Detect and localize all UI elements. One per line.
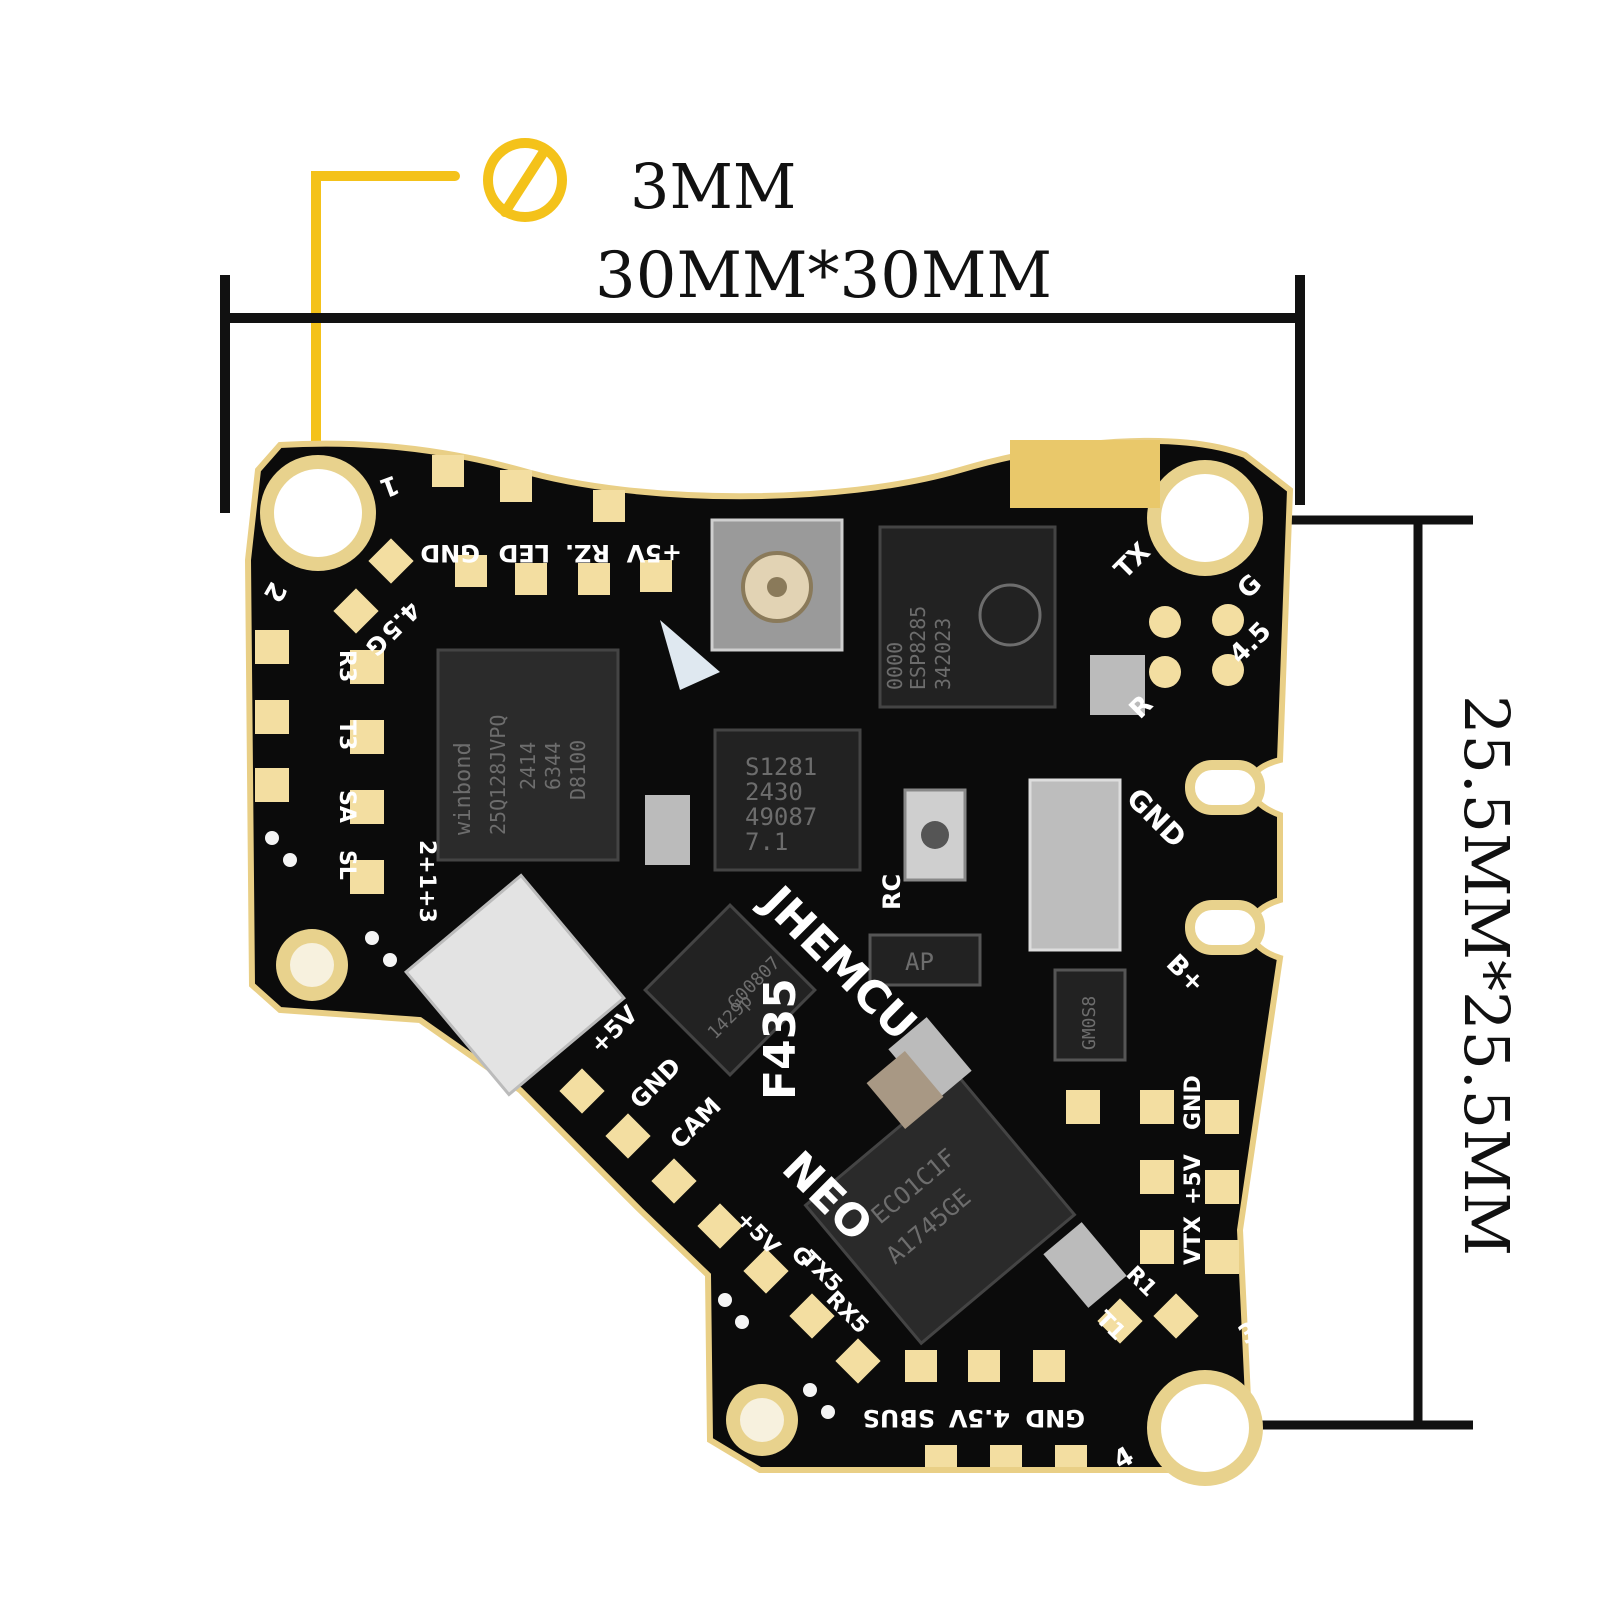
bottom-solder-pads: [905, 1090, 1239, 1467]
svg-text:342023: 342023: [931, 618, 955, 690]
diameter-icon: [483, 138, 567, 222]
left-solder-pads: [255, 630, 384, 894]
svg-text:49087: 49087: [745, 803, 817, 831]
inductor: [1028, 778, 1122, 952]
svg-text:GND: GND: [420, 539, 480, 567]
capacitor: [1043, 1222, 1127, 1308]
svg-text:SL: SL: [334, 850, 359, 880]
mount-hole-1: [274, 469, 362, 557]
capacitor: [866, 1050, 944, 1130]
diameter-slash: [500, 145, 550, 217]
svg-text:+5V: +5V: [626, 539, 682, 567]
small-ic: GM0S8: [1053, 968, 1127, 1062]
mount-hole-3: [1161, 1384, 1249, 1472]
svg-text:RC: RC: [878, 874, 906, 910]
gyro-chip: 1429p G00807: [643, 903, 817, 1077]
mount-holes: [260, 455, 1263, 1486]
wifi-chip: ESP8285 342023 0000: [878, 525, 1057, 709]
svg-text:SBUS: SBUS: [863, 1404, 935, 1432]
flash-chip: winbond 25Q128JVPQ 2414 6344 D8100: [436, 648, 620, 862]
right-round-pads: [1149, 604, 1244, 688]
chip-antenna: [1010, 440, 1160, 508]
board-size-label: 30MM*30MM: [595, 239, 1052, 313]
hole-size-label: 3MM: [630, 150, 796, 223]
svg-text:R3: R3: [334, 650, 359, 682]
svg-text:GM0S8: GM0S8: [1079, 996, 1100, 1050]
solder-via-center: [740, 1398, 784, 1442]
width-dimension: 30MM*30MM: [220, 239, 1305, 513]
capacitor: [888, 1017, 972, 1103]
svg-text:LED: LED: [498, 539, 550, 567]
hole-leader-line: [311, 171, 460, 517]
svg-text:2+1+3: 2+1+3: [414, 840, 439, 923]
mcu-chip: S1281 2430 49087 7.1: [713, 728, 862, 872]
svg-text:0000: 0000: [883, 642, 907, 690]
svg-text:2430: 2430: [745, 778, 803, 806]
diode: AP: [868, 933, 982, 987]
espressif-logo-icon: [978, 583, 1042, 647]
jst-connector: [404, 873, 626, 1097]
capacitor: [645, 795, 690, 865]
top-solder-pads: [432, 455, 672, 595]
svg-text:winbond: winbond: [451, 742, 476, 835]
svg-text:6344: 6344: [541, 742, 565, 790]
svg-text:S1281: S1281: [745, 753, 817, 781]
wire-notch-inner: [1195, 910, 1255, 945]
svg-text:T3: T3: [334, 720, 359, 750]
solder-via-center: [290, 943, 334, 987]
antenna-connector: [710, 518, 844, 652]
svg-text:D8100: D8100: [566, 740, 590, 800]
logo-arrow-icon: [660, 620, 720, 690]
svg-text:7.1: 7.1: [745, 828, 788, 856]
svg-text:4.5V: 4.5V: [948, 1404, 1010, 1432]
svg-text:VTX: VTX: [1181, 1216, 1206, 1265]
svg-text:+5V: +5V: [1181, 1154, 1206, 1205]
svg-text:ESP8285: ESP8285: [906, 606, 930, 690]
svg-text:F435: F435: [755, 978, 806, 1100]
svg-text:RZ.: RZ.: [565, 539, 610, 567]
capacitor: [1090, 655, 1145, 715]
svg-text:GND: GND: [1025, 1404, 1085, 1432]
regulator-chip: A1745GE ECO1C1F: [803, 1074, 1077, 1346]
svg-text:2414: 2414: [516, 742, 540, 790]
status-leds: [265, 831, 835, 1419]
flight-controller-board: winbond 25Q128JVPQ 2414 6344 D8100 ESP82…: [244, 437, 1294, 1486]
svg-text:AP: AP: [905, 948, 934, 976]
svg-text:SA: SA: [334, 790, 359, 823]
hole-size-callout: 3MM: [311, 138, 796, 517]
mount-spacing-label: 25.5MM*25.5MM: [1450, 695, 1523, 1256]
wire-notch-inner: [1195, 770, 1255, 805]
svg-text:GND: GND: [1181, 1075, 1206, 1130]
mount-hole-2: [1161, 474, 1249, 562]
svg-text:25Q128JVPQ: 25Q128JVPQ: [486, 715, 510, 835]
boot-button-cap: [921, 821, 949, 849]
